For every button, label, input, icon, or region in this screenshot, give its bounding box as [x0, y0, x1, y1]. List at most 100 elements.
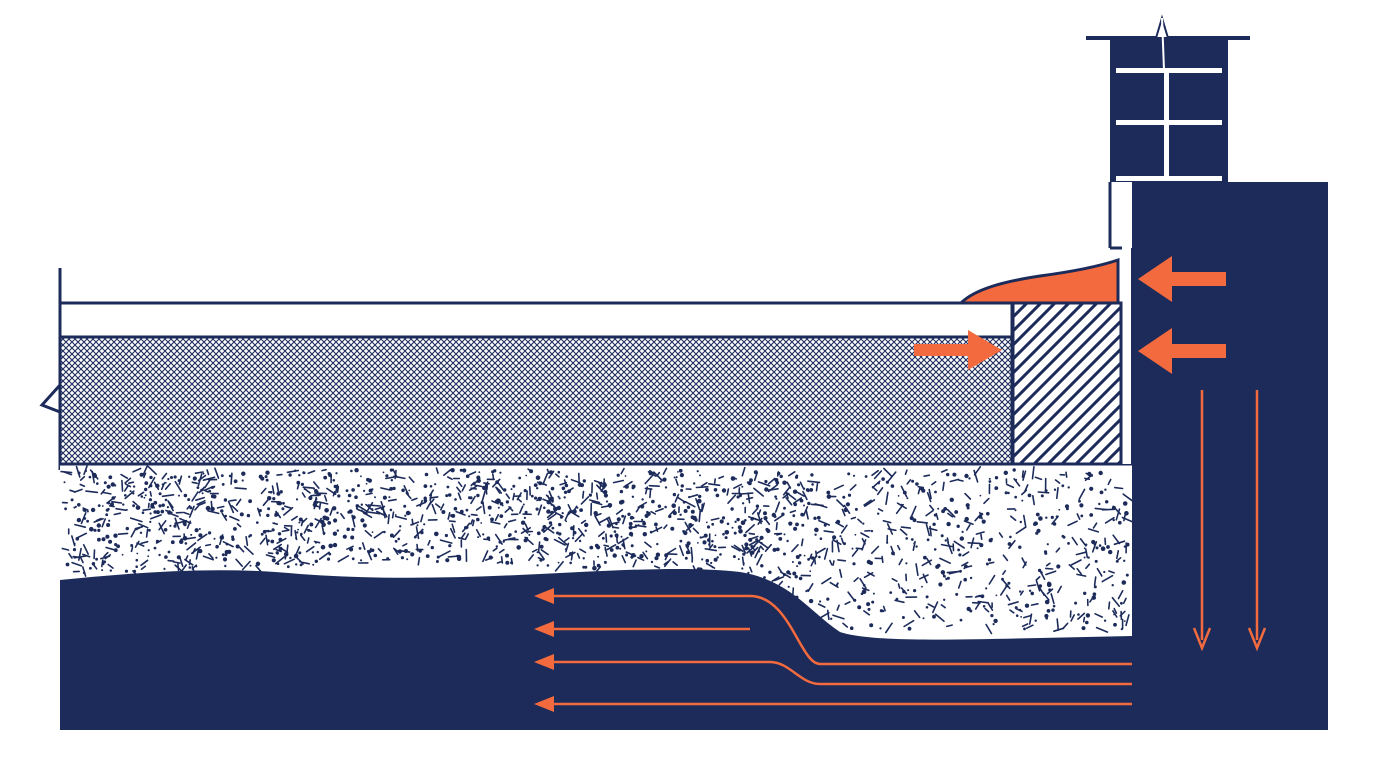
- speckle-dash: [457, 492, 462, 501]
- speckle-dot: [910, 538, 914, 541]
- speckle-dash: [779, 571, 792, 579]
- speckle-dot: [697, 498, 702, 504]
- speckle-dot: [1047, 582, 1052, 588]
- speckle-dot: [1093, 585, 1097, 589]
- speckle-dot: [541, 528, 545, 532]
- speckle-dot: [862, 522, 865, 525]
- speckle-dot: [510, 488, 513, 491]
- speckle-dot: [605, 500, 609, 503]
- speckle-dash: [634, 524, 640, 528]
- speckle-dot: [231, 535, 235, 539]
- speckle-dot: [702, 540, 707, 545]
- speckle-dot: [140, 495, 144, 498]
- speckle-dash: [974, 602, 981, 610]
- speckle-dot: [298, 521, 301, 524]
- speckle-dot: [777, 471, 781, 476]
- speckle-dash: [847, 591, 856, 602]
- speckle-dash: [600, 505, 609, 509]
- speckle-dot: [408, 489, 411, 492]
- speckle-dash: [1022, 614, 1032, 619]
- speckle-dash: [957, 580, 962, 589]
- speckle-dash: [970, 537, 975, 549]
- speckle-dash: [382, 508, 388, 518]
- speckle-dash: [765, 519, 771, 526]
- speckle-dash: [652, 526, 663, 533]
- speckle-dot: [764, 479, 768, 484]
- speckle-dot: [103, 560, 107, 564]
- speckle-dash: [470, 495, 476, 505]
- speckle-dash: [1108, 601, 1111, 610]
- speckle-dash: [1031, 465, 1035, 480]
- speckle-dot: [993, 618, 998, 624]
- speckle-dash: [1022, 514, 1027, 527]
- speckle-dash: [483, 482, 490, 485]
- speckle-dash: [149, 490, 152, 497]
- speckle-dot: [788, 521, 793, 526]
- speckle-dot: [792, 571, 797, 576]
- speckle-dot: [1019, 520, 1022, 524]
- speckle-dot: [705, 521, 708, 524]
- wall-down-arrow-2-head: [1247, 627, 1267, 652]
- speckle-dash: [197, 474, 207, 482]
- speckle-dash: [168, 501, 174, 509]
- speckle-dot: [1091, 595, 1097, 600]
- speckle-dot: [491, 470, 495, 474]
- speckle-dot: [1098, 544, 1102, 547]
- speckle-dash: [158, 522, 165, 535]
- speckle-dash: [303, 524, 310, 534]
- speckle-dot: [167, 550, 171, 554]
- speckle-dot: [328, 543, 334, 549]
- speckle-dash: [380, 487, 391, 491]
- speckle-dash: [1045, 567, 1054, 570]
- speckle-dot: [462, 468, 467, 473]
- speckle-dash: [496, 487, 502, 493]
- speckle-dash: [967, 541, 981, 545]
- speckle-dot: [925, 606, 929, 609]
- speckle-dot: [564, 548, 567, 551]
- speckle-dot: [271, 558, 276, 563]
- speckle-dot: [818, 555, 821, 559]
- speckle-dash: [983, 497, 990, 505]
- speckle-dot: [212, 494, 217, 499]
- speckle-dot: [116, 544, 120, 549]
- speckle-dot: [332, 479, 336, 482]
- speckle-dash: [713, 478, 717, 484]
- speckle-dot: [601, 536, 605, 540]
- speckle-dot: [445, 558, 450, 563]
- speckle-dot: [1083, 547, 1086, 550]
- speckle-dash: [191, 491, 199, 502]
- speckle-dot: [1027, 493, 1032, 498]
- speckle-dash: [850, 516, 857, 520]
- speckle-dot: [680, 484, 684, 488]
- speckle-dash: [517, 497, 523, 503]
- speckle-dash: [940, 604, 947, 609]
- speckle-dash: [186, 520, 191, 530]
- speckle-dash: [773, 514, 784, 522]
- speckle-dot: [1051, 608, 1055, 612]
- speckle-dash: [245, 535, 249, 547]
- speckle-dot: [476, 478, 481, 483]
- speckle-dash: [851, 548, 859, 557]
- speckle-dot: [798, 553, 802, 557]
- speckle-dash: [962, 551, 970, 557]
- speckle-dot: [741, 567, 744, 570]
- speckle-dot: [130, 544, 134, 547]
- speckle-dot: [183, 522, 187, 527]
- speckle-dot: [311, 551, 314, 554]
- speckle-dot: [915, 482, 919, 486]
- speckle-dot: [295, 537, 297, 540]
- speckle-dash: [988, 561, 995, 565]
- speckle-dash: [757, 481, 771, 487]
- speckle-dot: [1105, 500, 1109, 504]
- speckle-dash: [197, 533, 208, 542]
- speckle-dot: [885, 480, 890, 484]
- speckle-dot: [545, 537, 549, 542]
- brick-wall: [1086, 14, 1250, 250]
- speckle-dot: [1067, 542, 1070, 545]
- speckle-dash: [205, 485, 214, 491]
- speckle-dot: [551, 526, 555, 530]
- speckle-dash: [635, 505, 642, 513]
- speckle-dot: [1098, 470, 1103, 476]
- speckle-dot: [315, 490, 319, 494]
- speckle-dash: [925, 523, 931, 537]
